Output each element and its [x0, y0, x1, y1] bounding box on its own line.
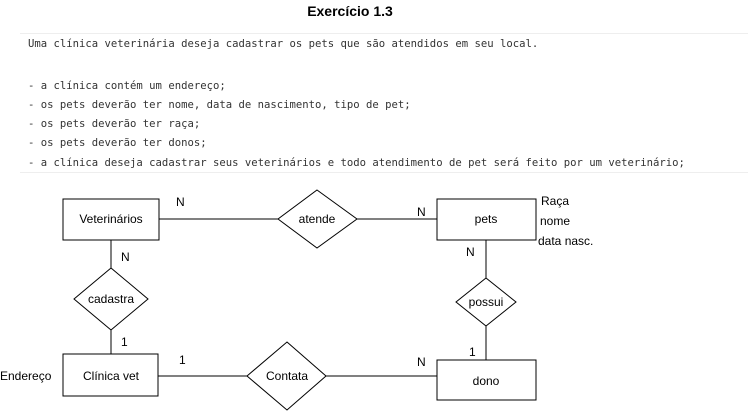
- cardinality-cadastra-clinica: 1: [121, 335, 128, 349]
- relationship-contata: [246, 341, 327, 411]
- relationship-cadastra-label: cadastra: [88, 292, 134, 306]
- entity-veterinarios: [62, 198, 160, 241]
- cardinality-contata-dono: N: [417, 355, 426, 369]
- description-line-4: - os pets deverão ter nome, data de nasc…: [28, 99, 411, 111]
- relationship-cadastra: [73, 267, 149, 331]
- relationship-contata-label: Contata: [266, 369, 308, 383]
- entity-clinica-vet-label: Clínica vet: [83, 369, 140, 383]
- relationship-possui: [455, 277, 517, 327]
- entity-dono-label: dono: [473, 374, 500, 388]
- attribute-nome: nome: [540, 214, 570, 228]
- cardinality-possui-dono: 1: [469, 345, 476, 359]
- cardinality-clinica-contata: 1: [179, 353, 186, 367]
- cardinality-vet-cadastra: N: [121, 250, 130, 264]
- entity-pets-label: pets: [475, 212, 498, 226]
- cardinality-pets-possui: N: [466, 245, 475, 259]
- description-line-1: Uma clínica veterinária deseja cadastrar…: [28, 38, 539, 50]
- relationship-atende: [277, 189, 358, 249]
- entity-clinica-vet: [62, 353, 159, 397]
- relationship-atende-label: atende: [299, 212, 336, 226]
- description-line-5: - os pets deverão ter raça;: [28, 118, 201, 130]
- attribute-endereco: Endereço: [0, 369, 52, 383]
- relationship-possui-label: possui: [469, 295, 504, 309]
- attribute-data-nasc: data nasc.: [538, 234, 593, 248]
- description-line-3: - a clínica contém um endereço;: [28, 80, 226, 92]
- exercise-title: Exercício 1.3: [307, 3, 393, 19]
- description-line-6: - os pets deverão ter donos;: [28, 137, 207, 149]
- attribute-raca: Raça: [541, 194, 569, 208]
- entity-pets: [436, 198, 537, 241]
- description-line-7: - a clínica deseja cadastrar seus veteri…: [28, 157, 685, 169]
- entity-veterinarios-label: Veterinários: [79, 212, 142, 226]
- cardinality-atende-pets: N: [417, 205, 426, 219]
- entity-dono: [436, 359, 537, 401]
- cardinality-vet-atende: N: [176, 195, 185, 209]
- exercise-description: Uma clínica veterinária deseja cadastrar…: [20, 33, 748, 173]
